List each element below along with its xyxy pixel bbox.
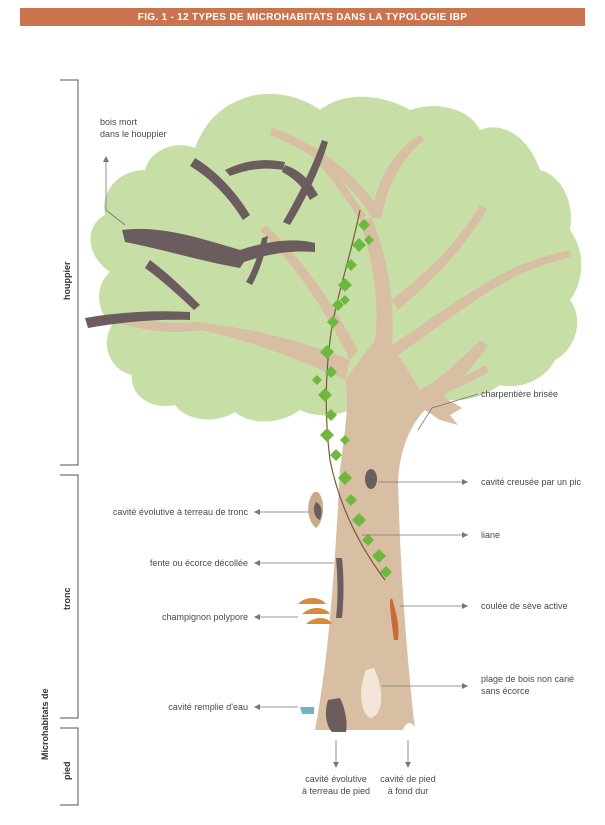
label-bois-mort-1: bois mort — [100, 117, 138, 127]
label-charpentiere: charpentière brisée — [481, 389, 558, 399]
label-cavite-pied-terreau-1: cavité évolutive — [305, 774, 367, 784]
label-cavite-pied-terreau-2: à terreau de pied — [302, 786, 370, 796]
label-cavite-eau: cavité remplie d'eau — [168, 702, 248, 712]
label-plage-2: sans écorce — [481, 686, 530, 696]
label-champignon: champignon polypore — [162, 612, 248, 622]
label-fente: fente ou écorce décollée — [150, 558, 248, 568]
polypore-fungus — [298, 598, 332, 624]
label-coulee: coulée de sève active — [481, 601, 568, 611]
label-tronc: tronc — [62, 588, 72, 611]
label-cavite-evolutive-tronc: cavité évolutive à terreau de tronc — [113, 507, 249, 517]
label-plage-1: plage de bois non carié — [481, 674, 574, 684]
label-houppier: houppier — [62, 261, 72, 300]
label-bois-mort-2: dans le houppier — [100, 129, 167, 139]
woodpecker-cavity — [365, 469, 377, 489]
water-cavity — [300, 707, 314, 714]
label-microhabitats-de: Microhabitats de — [40, 688, 50, 760]
label-liane: liane — [481, 530, 500, 540]
label-cavite-pied-dur-1: cavité de pied — [380, 774, 436, 784]
label-cavite-pied-dur-2: à fond dur — [388, 786, 429, 796]
label-pied: pied — [62, 761, 72, 780]
label-cavite-pic: cavité creusée par un pic — [481, 477, 582, 487]
